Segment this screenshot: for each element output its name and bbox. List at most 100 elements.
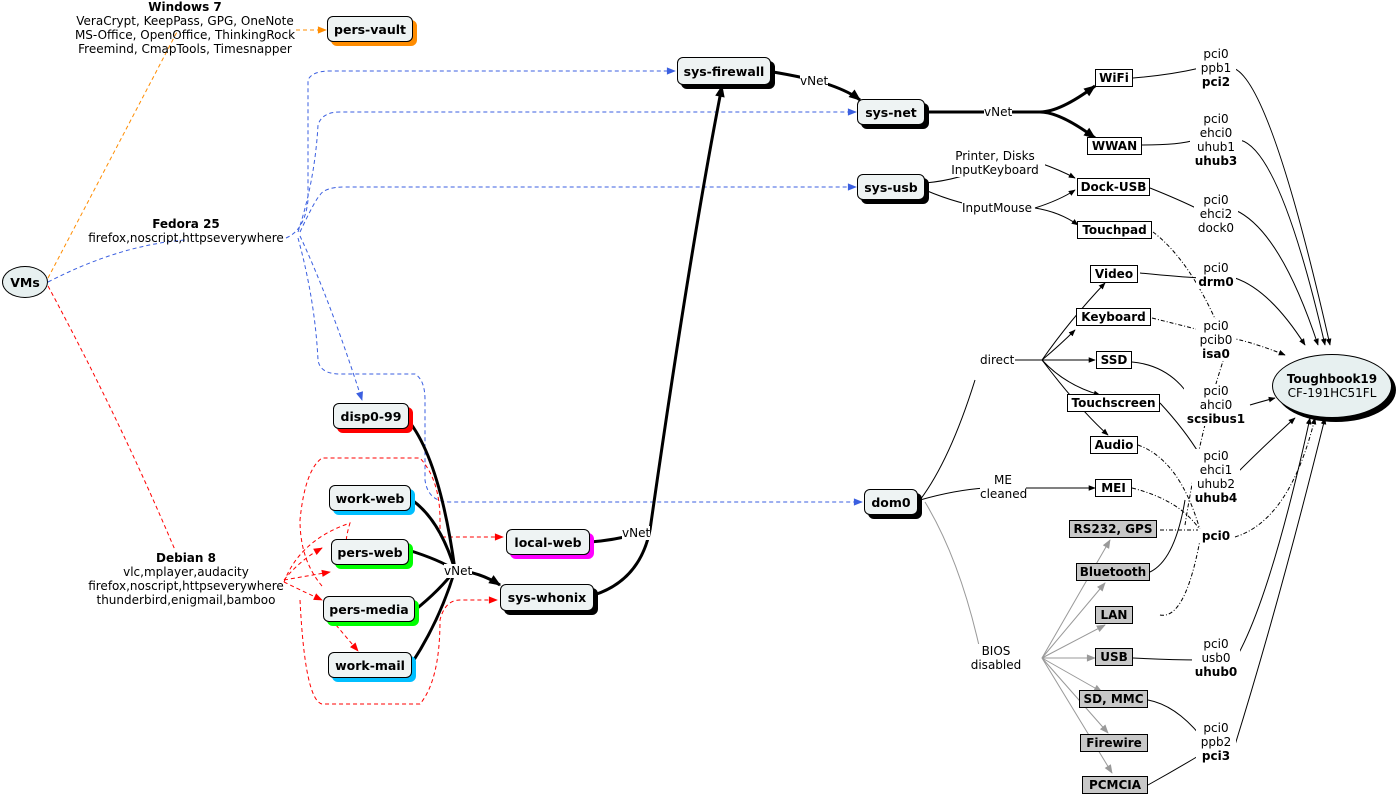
- bus-kbd-1: pci0: [1203, 319, 1229, 333]
- keyboard-label: Keyboard: [1081, 310, 1146, 324]
- template-fedora25: Fedora 25 firefox,noscript,httpseverywhe…: [84, 217, 288, 245]
- device-firewire[interactable]: Firewire: [1080, 734, 1148, 752]
- device-wwan[interactable]: WWAN: [1087, 137, 1142, 155]
- vm-pers-web[interactable]: pers-web: [331, 539, 409, 565]
- windows7-apps-2: MS-Office, OpenOffice, ThinkingRock: [74, 28, 296, 42]
- bus-video-1: pci0: [1203, 261, 1229, 275]
- device-sd-mmc[interactable]: SD, MMC: [1079, 690, 1148, 708]
- device-ssd[interactable]: SSD: [1096, 351, 1132, 369]
- vm-sys-whonix[interactable]: sys-whonix: [500, 584, 594, 611]
- bus-touch-4: uhub4: [1194, 491, 1238, 505]
- bus-wwan-4: uhub3: [1194, 154, 1238, 168]
- lan-label: LAN: [1100, 608, 1128, 622]
- audio-label: Audio: [1094, 438, 1134, 452]
- pcmcia-label: PCMCIA: [1088, 778, 1142, 792]
- bus-ssd-2: ahci0: [1199, 398, 1233, 412]
- vnet-label-appvms: vNet: [444, 564, 473, 578]
- printer-disks-label: Printer, Disks InputKeyboard: [945, 149, 1045, 177]
- device-wifi[interactable]: WiFi: [1095, 69, 1133, 87]
- disp0-label: disp0-99: [340, 408, 402, 424]
- bus-keyboard: pci0 pcib0 isa0: [1196, 319, 1236, 361]
- bus-touch-3: uhub2: [1196, 477, 1236, 491]
- vm-sys-usb[interactable]: sys-usb: [857, 174, 925, 200]
- bus-dock: pci0 ehci2 dock0: [1194, 193, 1238, 235]
- machine-name: Toughbook19: [1286, 372, 1378, 386]
- bus-usb-2: usb0: [1201, 651, 1231, 665]
- device-touchscreen[interactable]: Touchscreen: [1067, 394, 1160, 412]
- device-usb[interactable]: USB: [1095, 648, 1133, 666]
- bus-video-2: drm0: [1198, 275, 1234, 289]
- bios-edges: [924, 501, 1113, 774]
- usb-label: USB: [1100, 650, 1128, 664]
- device-lan[interactable]: LAN: [1095, 606, 1133, 624]
- bus-wifi-1: pci0: [1203, 47, 1229, 61]
- direct-label: direct: [980, 353, 1015, 367]
- device-pcmcia[interactable]: PCMCIA: [1082, 776, 1148, 794]
- bus-sd-1: pci0: [1203, 721, 1229, 735]
- bus-touch-1: pci0: [1203, 449, 1229, 463]
- vm-work-web[interactable]: work-web: [329, 485, 411, 511]
- device-bluetooth[interactable]: Bluetooth: [1076, 563, 1150, 581]
- device-mei[interactable]: MEI: [1095, 479, 1132, 497]
- windows7-title: Windows 7: [148, 0, 222, 14]
- device-rs232-gps[interactable]: RS232, GPS: [1069, 520, 1157, 538]
- touchscreen-label: Touchscreen: [1071, 396, 1156, 410]
- edge-vms-fedora: [47, 239, 186, 283]
- device-dock-usb[interactable]: Dock-USB: [1077, 178, 1150, 196]
- template-windows7: Windows 7 VeraCrypt, KeepPass, GPG, OneN…: [72, 0, 298, 56]
- debian-apps-1: vlc,mplayer,audacity: [123, 565, 249, 579]
- template-debian8: Debian 8 vlc,mplayer,audacity firefox,no…: [84, 551, 288, 607]
- bluetooth-label: Bluetooth: [1079, 565, 1147, 579]
- wifi-label: WiFi: [1099, 71, 1129, 85]
- bus-kbd-2: pcib0: [1199, 333, 1233, 347]
- vm-sys-firewall[interactable]: sys-firewall: [677, 57, 771, 85]
- sys-net-label: sys-net: [865, 104, 917, 120]
- fedora-apps: firefox,noscript,httpseverywhere: [88, 231, 284, 245]
- vm-work-mail[interactable]: work-mail: [328, 652, 412, 678]
- debian-apps-2: firefox,noscript,httpseverywhere: [88, 579, 284, 593]
- local-web-label: local-web: [514, 534, 582, 550]
- vnet-label-firewall: vNet: [800, 74, 829, 88]
- me-line1: ME: [994, 473, 1012, 487]
- bus-usb-3: uhub0: [1194, 665, 1238, 679]
- vm-dom0[interactable]: dom0: [864, 489, 918, 515]
- bus-dock-3: dock0: [1197, 221, 1235, 235]
- bus-ssd-3: scsibus1: [1186, 412, 1246, 426]
- wwan-label: WWAN: [1091, 139, 1138, 153]
- windows7-apps-1: VeraCrypt, KeepPass, GPG, OneNote: [76, 14, 294, 28]
- sd-mmc-label: SD, MMC: [1083, 692, 1144, 706]
- machine-toughbook19[interactable]: Toughbook19 CF-191HC51FL: [1272, 354, 1392, 418]
- edge-vms-windows: [47, 29, 179, 279]
- bus-wifi-2: ppb1: [1200, 61, 1232, 75]
- me-line2: cleaned: [980, 487, 1028, 501]
- pers-web-label: pers-web: [337, 544, 403, 560]
- bus-pci0-label: pci0: [1201, 529, 1231, 543]
- bus-ssd: pci0 ahci0 scsibus1: [1184, 384, 1248, 426]
- sys-usb-label: sys-usb: [864, 179, 918, 195]
- device-keyboard[interactable]: Keyboard: [1076, 308, 1151, 326]
- bios-disabled-label: BIOS disabled: [968, 644, 1024, 672]
- device-touchpad[interactable]: Touchpad: [1077, 221, 1152, 239]
- vm-pers-media[interactable]: pers-media: [323, 596, 415, 622]
- bus-dock-1: pci0: [1203, 193, 1229, 207]
- device-video[interactable]: Video: [1090, 265, 1138, 283]
- sys-firewall-label: sys-firewall: [683, 63, 765, 79]
- bus-dock-2: ehci2: [1199, 207, 1233, 221]
- bus-sd-2: ppb2: [1200, 735, 1232, 749]
- video-label: Video: [1094, 267, 1134, 281]
- device-audio[interactable]: Audio: [1090, 436, 1138, 454]
- vms-root-node[interactable]: VMs: [2, 266, 48, 298]
- bus-wwan: pci0 ehci0 uhub1 uhub3: [1190, 112, 1242, 168]
- vm-disp0-99[interactable]: disp0-99: [333, 403, 409, 429]
- bus-wwan-2: ehci0: [1199, 126, 1233, 140]
- vm-sys-net[interactable]: sys-net: [857, 99, 925, 125]
- bus-ssd-1: pci0: [1203, 384, 1229, 398]
- vm-local-web[interactable]: local-web: [506, 529, 590, 555]
- pers-media-label: pers-media: [329, 601, 409, 617]
- inputmouse-label: InputMouse: [962, 201, 1033, 215]
- bus-sd: pci0 ppb2 pci3: [1196, 721, 1236, 763]
- vm-pers-vault[interactable]: pers-vault: [327, 16, 413, 42]
- bus-video: pci0 drm0: [1196, 261, 1236, 289]
- fedora-title: Fedora 25: [152, 217, 220, 231]
